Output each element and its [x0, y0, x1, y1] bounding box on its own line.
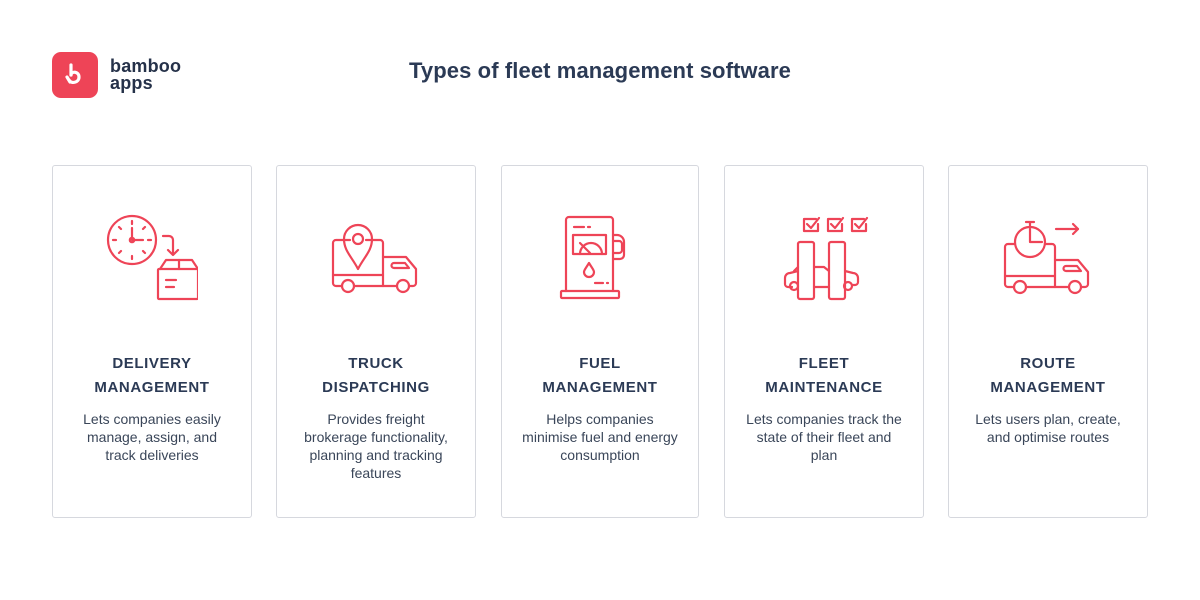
card-truck-dispatching: TRUCK DISPATCHING Provides freight broke… [276, 165, 476, 518]
truck-location-pin-icon [277, 208, 475, 308]
card-title: TRUCK DISPATCHING [277, 352, 475, 400]
card-title: DELIVERY MANAGEMENT [53, 352, 251, 400]
card-description: Lets companies track the state of their … [746, 411, 902, 463]
card-title-line1: ROUTE [1020, 355, 1076, 372]
car-lift-checklist-icon [725, 208, 923, 308]
brand-name-line1: bamboo [110, 56, 182, 76]
bamboo-logo-icon [52, 52, 98, 98]
card-title-line2: MANAGEMENT [542, 379, 658, 396]
card-title-line2: MAINTENANCE [765, 379, 883, 396]
brand-name-line2: apps [110, 73, 153, 93]
card-title-line2: MANAGEMENT [94, 379, 210, 396]
fuel-pump-icon [502, 208, 698, 308]
card-title: FUEL MANAGEMENT [502, 352, 698, 400]
card-route-management: ROUTE MANAGEMENT Lets users plan, create… [948, 165, 1148, 518]
card-title-line1: DELIVERY [112, 355, 192, 372]
truck-stopwatch-route-icon [949, 208, 1147, 308]
card-title: FLEET MAINTENANCE [725, 352, 923, 400]
card-fleet-maintenance: FLEET MAINTENANCE Lets companies track t… [724, 165, 924, 518]
card-fuel-management: FUEL MANAGEMENT Helps companies minimise… [501, 165, 699, 518]
brand-logo: bamboo apps [52, 52, 181, 98]
card-description: Lets companies easily manage, assign, an… [83, 411, 221, 463]
card-title: ROUTE MANAGEMENT [949, 352, 1147, 400]
brand-name: bamboo apps [110, 56, 182, 93]
card-title-line1: FLEET [798, 355, 850, 372]
clock-delivery-box-icon [53, 208, 251, 308]
card-title-line2: MANAGEMENT [990, 379, 1106, 396]
card-description: Helps companies minimise fuel and energy… [522, 411, 678, 463]
card-description: Provides freight brokerage functionality… [304, 411, 448, 481]
card-title-line1: TRUCK [348, 355, 404, 372]
card-title-line1: FUEL [579, 355, 621, 372]
card-description: Lets users plan, create, and optimise ro… [975, 411, 1121, 445]
card-title-line2: DISPATCHING [322, 379, 430, 396]
page-title: Types of fleet management software [409, 58, 791, 83]
card-delivery-management: DELIVERY MANAGEMENT Lets companies easil… [52, 165, 252, 518]
